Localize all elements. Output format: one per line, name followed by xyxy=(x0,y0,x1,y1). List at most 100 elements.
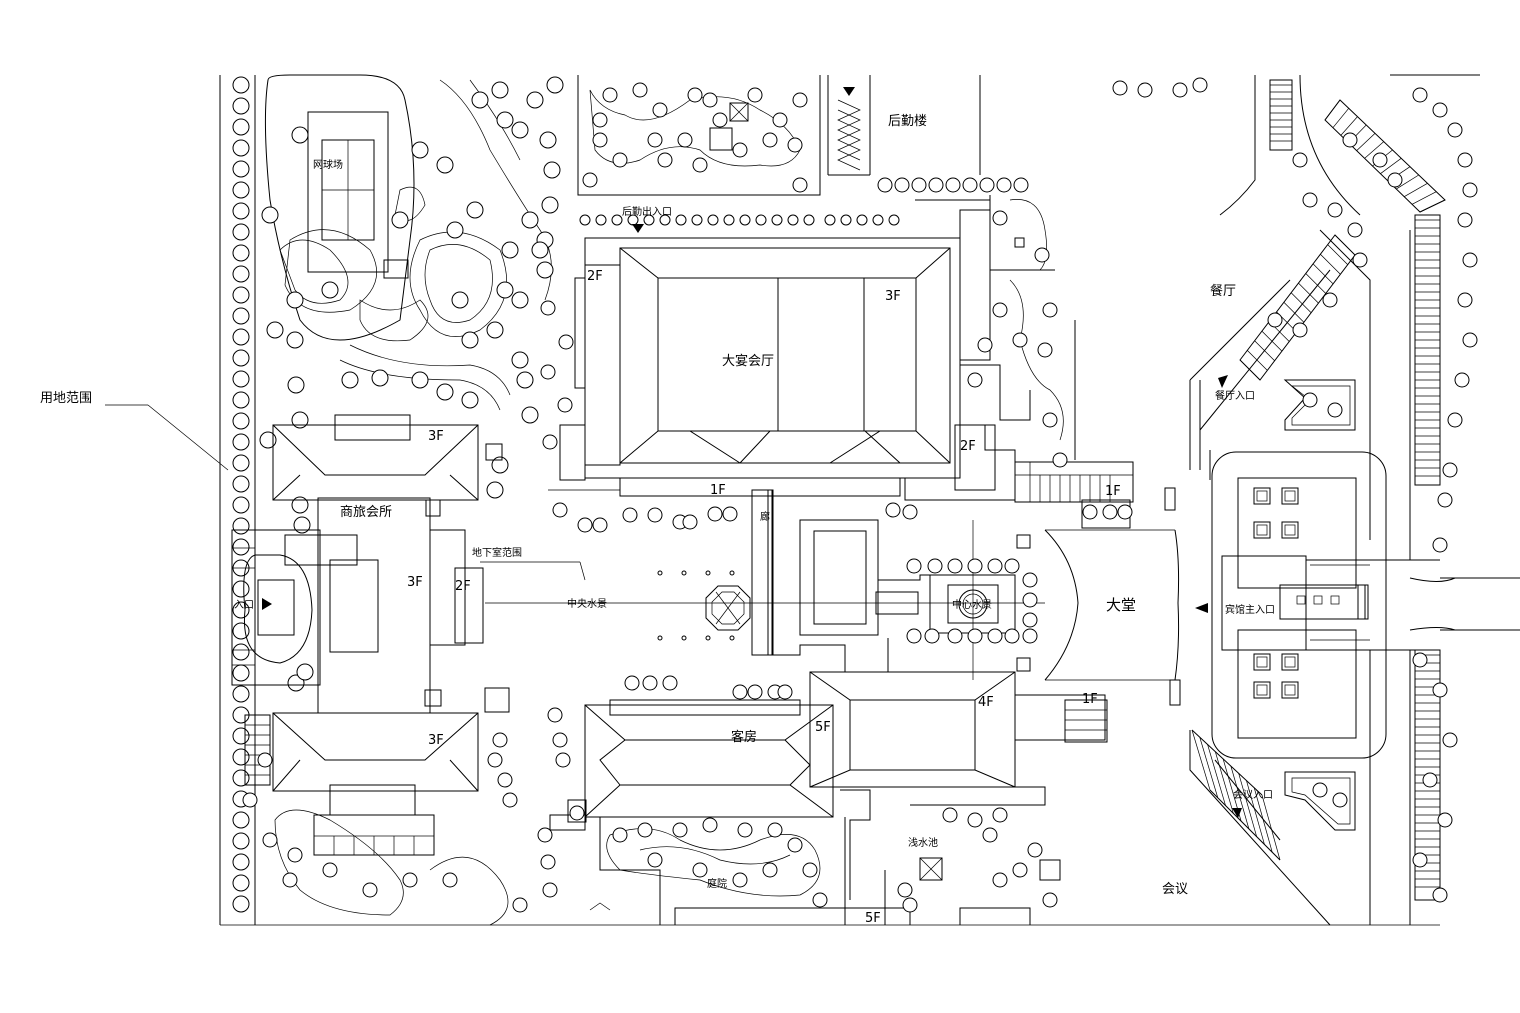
garden-tree xyxy=(692,157,708,173)
service-building xyxy=(827,75,981,176)
tree-cluster-south xyxy=(242,675,1058,913)
garden-tree xyxy=(496,111,514,129)
garden-tree xyxy=(902,897,918,913)
garden-tree xyxy=(1027,842,1043,858)
garden-tree xyxy=(569,805,585,821)
garden-tree xyxy=(502,792,518,808)
hedge-shrub xyxy=(755,214,767,226)
banquet-floor-1f: 1F xyxy=(710,483,726,498)
tree-pit xyxy=(1253,521,1271,539)
garden-tree xyxy=(287,376,305,394)
garden-tree xyxy=(446,221,464,239)
garden-tree xyxy=(662,675,678,691)
banquet-east-floor-2f: 2F xyxy=(960,439,976,454)
garden-tree xyxy=(436,383,454,401)
roadside-tree xyxy=(1432,887,1448,903)
boundary-tree xyxy=(232,475,250,493)
garden-tree xyxy=(486,481,504,499)
bollard xyxy=(681,570,687,576)
roadside-tree xyxy=(1312,782,1328,798)
parking-stall-line xyxy=(1298,282,1319,304)
garden-tree xyxy=(592,112,608,128)
boundary-tree xyxy=(232,454,250,472)
tree-pit xyxy=(1253,653,1271,671)
main-entrance-arrow-icon xyxy=(1195,603,1208,613)
parking-stall-line xyxy=(1214,751,1234,814)
garden-tree xyxy=(362,882,378,898)
street-tree xyxy=(979,177,995,193)
garden-tree xyxy=(293,516,311,534)
garden-tree xyxy=(547,707,563,723)
fountain-feature-label: 中心水景 xyxy=(952,598,992,611)
garden-tree xyxy=(287,674,305,692)
tree-pit-inner xyxy=(1284,684,1296,696)
garden-tree xyxy=(487,752,503,768)
garden-tree xyxy=(321,281,339,299)
service-building-label: 后勤楼 xyxy=(888,114,927,129)
tree-pit-inner xyxy=(1284,490,1296,502)
garden-tree xyxy=(442,872,458,888)
boundary-tree xyxy=(232,580,250,598)
boundary-tree xyxy=(232,496,250,514)
garden-tree xyxy=(552,732,568,748)
garden-tree xyxy=(521,211,539,229)
tree-cluster-northwest xyxy=(259,76,564,692)
court-tree xyxy=(967,628,983,644)
boundary-tree xyxy=(232,118,250,136)
garden-tree xyxy=(897,882,913,898)
garden-tree xyxy=(1042,892,1058,908)
parking-stall-line xyxy=(1230,766,1250,829)
club-north-floor-3f: 3F xyxy=(428,429,444,444)
garden-tree xyxy=(486,321,504,339)
roadside-tree xyxy=(1112,80,1128,96)
court-tree xyxy=(992,302,1008,318)
guest-rooms-label: 客房 xyxy=(731,729,757,745)
guest-rooms-building xyxy=(549,671,1108,925)
bollard xyxy=(729,635,735,641)
parking-stall-line xyxy=(1191,729,1211,791)
courtyard-label: 庭院 xyxy=(707,877,727,890)
roadside-tree xyxy=(1412,87,1428,103)
parking-stall-line xyxy=(1340,116,1358,136)
garden-tree xyxy=(1012,862,1028,878)
conference-entrance-arrow-icon xyxy=(1232,808,1242,818)
garden-tree xyxy=(471,91,489,109)
garden-tree xyxy=(677,132,693,148)
planter-tree xyxy=(577,517,593,533)
parking-stall-line xyxy=(1290,292,1312,313)
garden-tree xyxy=(286,331,304,349)
garden-tree xyxy=(491,456,509,474)
garden-tree xyxy=(737,822,753,838)
court-tree xyxy=(924,628,940,644)
roadside-tree xyxy=(1192,77,1208,93)
court-tree xyxy=(1004,558,1020,574)
boundary-tree xyxy=(232,874,250,892)
boundary-tree xyxy=(232,685,250,703)
garden-tree xyxy=(411,371,429,389)
tree-pit-inner xyxy=(1256,490,1268,502)
west-entrance-plaza xyxy=(231,529,321,686)
garden-tree xyxy=(712,112,728,128)
court-tree xyxy=(1022,572,1038,588)
boundary-tree xyxy=(232,97,250,115)
lobby xyxy=(1044,487,1208,706)
hedge-shrub xyxy=(872,214,884,226)
roadside-tree xyxy=(1462,252,1478,268)
guest-rooms-floor-4f: 4F xyxy=(978,695,994,710)
roadside-tree xyxy=(1457,212,1473,228)
hedge-shrub xyxy=(840,214,852,226)
roadside-tree xyxy=(1327,202,1343,218)
boundary-tree xyxy=(232,244,250,262)
garden-tree xyxy=(497,772,513,788)
boundary-tree xyxy=(232,895,250,913)
roadside-tree xyxy=(1447,122,1463,138)
garden-tree xyxy=(787,137,803,153)
parking-stall-line xyxy=(1327,244,1348,265)
parking-stall-line xyxy=(1254,340,1275,362)
tree-cluster-east xyxy=(1112,77,1478,903)
central-axis xyxy=(480,529,1175,681)
garden-tree xyxy=(732,684,748,700)
court-tree xyxy=(1117,504,1133,520)
bollard xyxy=(657,570,663,576)
